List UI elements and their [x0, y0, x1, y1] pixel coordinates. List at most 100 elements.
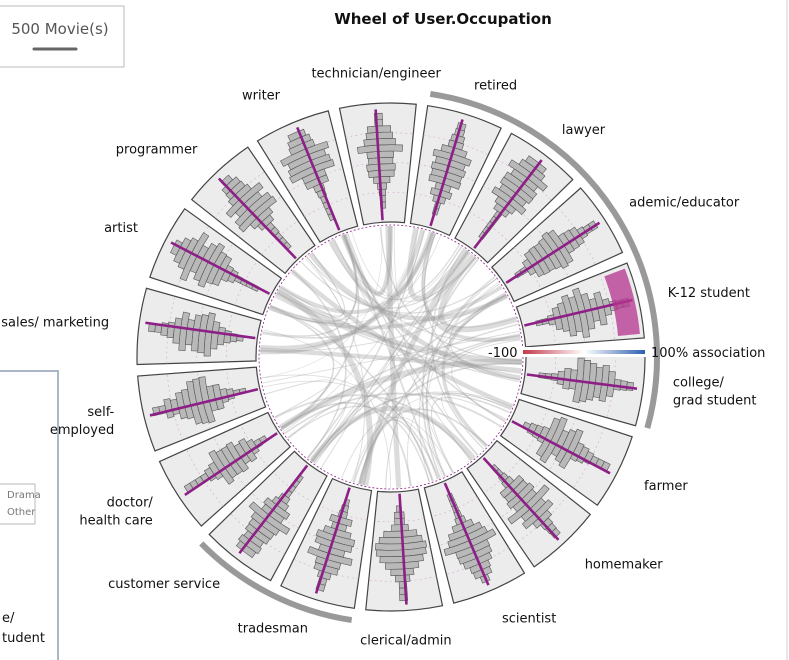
histogram-bar — [287, 128, 307, 143]
sector-grid-ring — [500, 477, 544, 518]
association-chord — [379, 226, 522, 362]
histogram-bar — [316, 569, 332, 581]
sector-scientist[interactable] — [423, 471, 526, 604]
association-chord — [260, 347, 522, 373]
sector-grid-ring — [319, 505, 368, 521]
histogram-bar — [521, 499, 554, 530]
sector-label-line: clerical/admin — [360, 634, 452, 649]
association-chord — [262, 330, 520, 384]
histogram-bar — [539, 416, 568, 464]
association-chord — [279, 358, 523, 431]
association-chord — [350, 416, 454, 482]
sector-retired[interactable] — [409, 104, 502, 237]
mean-line — [145, 321, 256, 340]
sector-label-line: sales/ marketing — [1, 315, 109, 330]
sector-label-academic-educator[interactable]: ademic/educator — [629, 195, 740, 210]
sector-customer-service[interactable] — [208, 450, 328, 582]
sector-label-line: homemaker — [585, 558, 664, 573]
chart-title: Wheel of User.Occupation — [334, 10, 552, 28]
sector-labels-layer: college/grad student farmer homemaker scien… — [1, 66, 756, 648]
sectors-layer — [136, 102, 646, 612]
sector-programmer[interactable] — [190, 146, 316, 275]
sector-label-clerical-admin[interactable]: clerical/admin — [360, 634, 452, 649]
sector-label-homemaker[interactable]: homemaker — [585, 558, 664, 573]
histogram-bar — [379, 553, 424, 564]
sector-artist[interactable] — [149, 207, 283, 316]
sector-writer[interactable] — [256, 110, 359, 243]
association-chord — [280, 234, 360, 429]
histogram-bar — [287, 133, 312, 150]
sector-grid-ring — [196, 371, 211, 430]
histogram-bar — [248, 501, 291, 535]
association-chord — [284, 392, 503, 435]
sector-label-k-12-student[interactable]: K-12 student — [668, 286, 750, 301]
sector-label-sales-marketing[interactable]: sales/ marketing — [1, 315, 109, 330]
sector-label-lawyer[interactable]: lawyer — [562, 123, 606, 138]
sector-clerical-admin[interactable] — [365, 488, 444, 612]
sector-lawyer[interactable] — [454, 132, 574, 264]
association-chord — [343, 225, 393, 295]
association-legend: -100 100% association — [488, 346, 765, 361]
sector-grid-ring — [196, 304, 205, 363]
association-chord — [313, 392, 510, 464]
sector-label-tradesman[interactable]: tradesman — [238, 622, 308, 637]
sector-academic-educator[interactable] — [490, 187, 624, 303]
association-chord — [261, 226, 383, 379]
sector-label-line: employed — [50, 423, 114, 438]
sector-self-employed[interactable] — [137, 366, 267, 452]
sector-label-artist[interactable]: artist — [104, 221, 138, 236]
association-chord — [269, 306, 335, 431]
sector-farmer[interactable] — [499, 398, 633, 507]
histogram-bar — [395, 574, 411, 583]
association-chord — [359, 250, 472, 486]
sector-grid-ring — [577, 351, 586, 410]
association-max-label: 100% association — [651, 346, 765, 361]
sector-homemaker[interactable] — [466, 439, 592, 568]
sector-label-technician-engineer[interactable]: technician/engineer — [311, 66, 441, 81]
sector-label-doctor-health-care[interactable]: doctor/health care — [79, 496, 153, 529]
histogram-bar — [238, 533, 262, 555]
sector-college-grad-student[interactable] — [520, 348, 646, 427]
sector-label-customer-service[interactable]: customer service — [108, 577, 220, 592]
sector-label-retired[interactable]: retired — [474, 78, 517, 93]
association-chord — [353, 362, 522, 483]
mean-line — [482, 457, 560, 541]
sector-label-college-grad-student[interactable]: college/grad student — [673, 376, 757, 409]
association-chord — [328, 241, 521, 342]
association-chord — [287, 405, 430, 483]
movie-count-box[interactable]: 500 Movie(s) — [0, 5, 125, 68]
sector-technician-engineer[interactable] — [338, 102, 417, 226]
sector-doctor-health-care[interactable] — [158, 411, 292, 527]
association-chord — [274, 394, 473, 461]
sector-label-scientist[interactable]: scientist — [502, 611, 556, 626]
sector-label-farmer[interactable]: farmer — [644, 479, 688, 494]
sector-label-line: technician/engineer — [311, 66, 441, 81]
association-chord — [261, 374, 439, 480]
sector-grid-ring — [524, 408, 548, 454]
association-chord — [265, 379, 332, 418]
sector-label-writer[interactable]: writer — [242, 89, 281, 104]
sector-sales-marketing[interactable] — [136, 287, 262, 366]
sector-label-programmer[interactable]: programmer — [116, 142, 198, 157]
sector-label-line: grad student — [673, 394, 757, 409]
association-chord — [283, 233, 436, 433]
sector-grid-ring — [571, 284, 586, 343]
association-chord — [308, 252, 509, 322]
sector-label-self-employed[interactable]: self-employed — [50, 405, 115, 438]
sector-tradesman[interactable] — [280, 477, 373, 610]
sector-grid-ring — [543, 295, 556, 345]
association-chord — [329, 239, 521, 380]
mean-line — [511, 420, 611, 475]
association-chord — [309, 405, 476, 463]
association-chord — [407, 227, 470, 302]
histogram-bar — [314, 535, 353, 553]
sector-label-line: farmer — [644, 479, 688, 494]
sector-k-12-student[interactable] — [515, 262, 645, 348]
histogram-bar — [175, 391, 188, 420]
association-chord — [275, 291, 523, 365]
association-chord — [270, 228, 419, 321]
association-chord — [333, 238, 472, 462]
histogram-bar — [391, 523, 409, 532]
histogram-bar — [307, 546, 353, 566]
histogram-bar — [525, 155, 547, 175]
